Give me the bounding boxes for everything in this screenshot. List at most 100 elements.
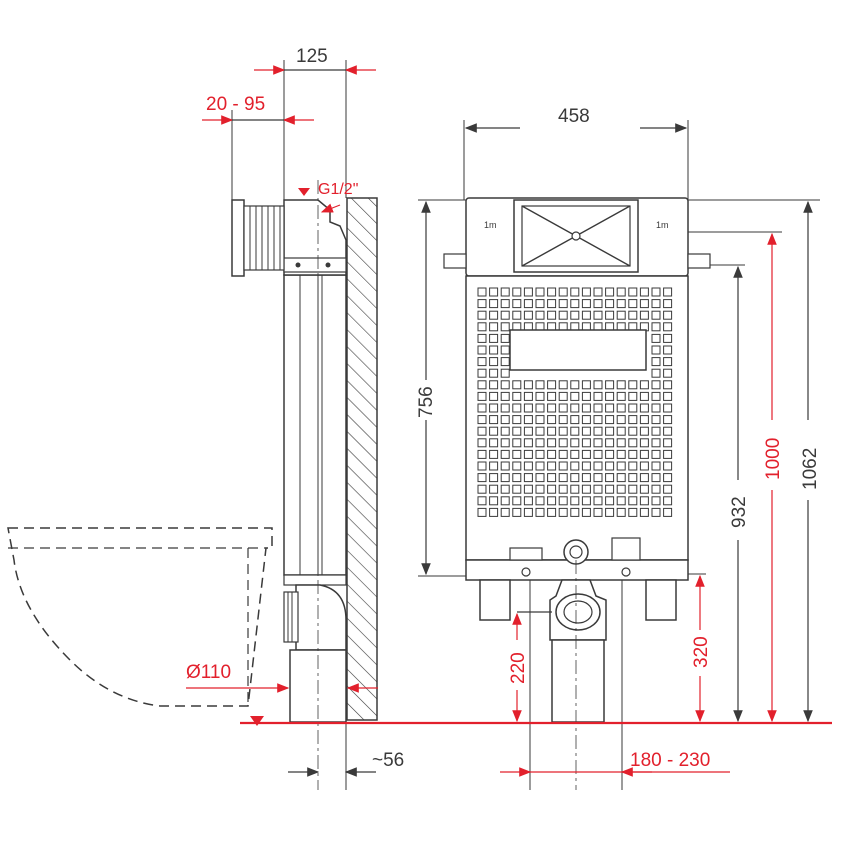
mesh-cell	[489, 438, 499, 448]
mesh-cell	[663, 380, 673, 390]
mesh-cell	[535, 473, 545, 483]
mesh-cell	[628, 473, 638, 483]
mesh-cell	[651, 403, 661, 413]
mesh-cell	[512, 473, 522, 483]
mesh-cell	[581, 287, 591, 297]
mesh-cell	[477, 357, 487, 367]
mesh-cell	[489, 473, 499, 483]
dim-458-label: 458	[558, 106, 590, 127]
mesh-cell	[593, 403, 603, 413]
mesh-cell	[547, 391, 557, 401]
mesh-cell	[581, 473, 591, 483]
mesh-cell	[500, 333, 510, 343]
dim-756-label: 756	[416, 386, 437, 418]
mesh-cell	[489, 380, 499, 390]
mesh-cell	[547, 403, 557, 413]
mesh-cell	[639, 484, 649, 494]
mesh-cell	[581, 299, 591, 309]
mesh-cell	[593, 310, 603, 320]
mesh-cell	[500, 438, 510, 448]
mesh-cell	[663, 357, 673, 367]
dim-g12-label: G1/2"	[318, 181, 358, 198]
mesh-cell	[616, 403, 626, 413]
mesh-cell	[570, 415, 580, 425]
mesh-cell	[616, 426, 626, 436]
dim-110-label: Ø110	[186, 662, 231, 683]
mesh-cell	[581, 403, 591, 413]
mesh-cell	[500, 310, 510, 320]
mesh-cell	[639, 496, 649, 506]
dim-320-label: 320	[691, 636, 712, 668]
mesh-cell	[477, 380, 487, 390]
dim-180-230-label: 180 - 230	[630, 750, 710, 771]
mesh-cell	[512, 484, 522, 494]
dimensions	[186, 65, 813, 777]
mesh-cell	[489, 507, 499, 517]
mesh-cell	[547, 507, 557, 517]
mesh-cell	[663, 461, 673, 471]
dim-1062-label: 1062	[800, 448, 821, 490]
mesh-cell	[628, 310, 638, 320]
mesh-cell	[477, 507, 487, 517]
mesh-grid	[477, 287, 673, 517]
mesh-cell	[477, 391, 487, 401]
mesh-cell	[616, 380, 626, 390]
mesh-cell	[651, 287, 661, 297]
mesh-cell	[477, 449, 487, 459]
mesh-cell	[605, 449, 615, 459]
mesh-cell	[523, 484, 533, 494]
wall	[346, 197, 378, 721]
mesh-cell	[570, 438, 580, 448]
mesh-cell	[593, 299, 603, 309]
mesh-cell	[489, 333, 499, 343]
front-view	[418, 120, 820, 790]
mesh-cell	[639, 507, 649, 517]
mesh-cell	[489, 357, 499, 367]
mesh-cell	[500, 473, 510, 483]
mesh-cell	[489, 299, 499, 309]
mesh-cell	[651, 507, 661, 517]
mesh-cell	[523, 507, 533, 517]
actuator-plate	[231, 199, 245, 277]
mesh-cell	[593, 484, 603, 494]
mesh-cell	[523, 473, 533, 483]
mesh-cell	[639, 449, 649, 459]
mesh-cell	[639, 287, 649, 297]
mesh-cell	[477, 310, 487, 320]
mesh-cell	[535, 461, 545, 471]
mesh-cell	[663, 310, 673, 320]
dim-932-label: 932	[729, 496, 750, 528]
mesh-cell	[581, 426, 591, 436]
mesh-cell	[628, 496, 638, 506]
mesh-cell	[512, 287, 522, 297]
mesh-cell	[547, 426, 557, 436]
mesh-cell	[593, 449, 603, 459]
mesh-cell	[558, 473, 568, 483]
mesh-cell	[500, 299, 510, 309]
mesh-cell	[581, 484, 591, 494]
mesh-cell	[489, 403, 499, 413]
mesh-cell	[628, 287, 638, 297]
mesh-cell	[616, 507, 626, 517]
mesh-cell	[558, 496, 568, 506]
mesh-cell	[523, 449, 533, 459]
mesh-cell	[558, 449, 568, 459]
mesh-cell	[523, 287, 533, 297]
mesh-cell	[512, 415, 522, 425]
mesh-cell	[558, 461, 568, 471]
mesh-cell	[523, 438, 533, 448]
frame-foot	[283, 574, 347, 586]
mesh-cell	[558, 380, 568, 390]
mesh-cell	[628, 449, 638, 459]
mesh-cell	[663, 368, 673, 378]
mesh-cell	[535, 438, 545, 448]
mesh-cell	[663, 415, 673, 425]
mesh-cell	[535, 484, 545, 494]
mesh-cell	[500, 507, 510, 517]
mesh-cell	[593, 473, 603, 483]
mesh-cell	[593, 461, 603, 471]
mesh-cell	[663, 507, 673, 517]
mesh-cell	[605, 461, 615, 471]
mesh-cell	[500, 415, 510, 425]
mesh-cell	[663, 426, 673, 436]
